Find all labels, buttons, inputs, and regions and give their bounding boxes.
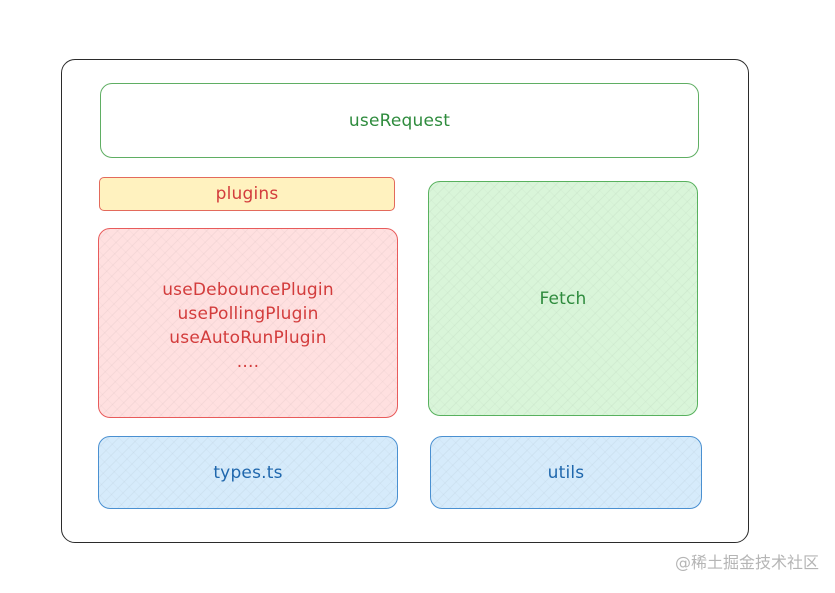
utils-label: utils	[547, 462, 585, 483]
userequest-label: useRequest	[348, 110, 451, 131]
plugins-list-box: useDebouncePlugin usePollingPlugin useAu…	[98, 228, 398, 418]
plugin-item-polling: usePollingPlugin	[177, 304, 319, 324]
plugins-header-label: plugins	[215, 184, 279, 204]
plugins-header-box: plugins	[99, 177, 395, 211]
plugin-item-debounce: useDebouncePlugin	[162, 280, 334, 300]
utils-box: utils	[430, 436, 702, 509]
types-label: types.ts	[213, 462, 283, 483]
plugin-item-ellipsis: ....	[236, 352, 260, 372]
plugin-item-autorun: useAutoRunPlugin	[169, 328, 327, 348]
fetch-label: Fetch	[539, 288, 587, 309]
userequest-box: useRequest	[100, 83, 699, 158]
watermark: @稀土掘金技术社区	[674, 553, 819, 572]
plugins-list: useDebouncePlugin usePollingPlugin useAu…	[162, 278, 334, 374]
types-box: types.ts	[98, 436, 398, 509]
fetch-box: Fetch	[428, 181, 698, 416]
